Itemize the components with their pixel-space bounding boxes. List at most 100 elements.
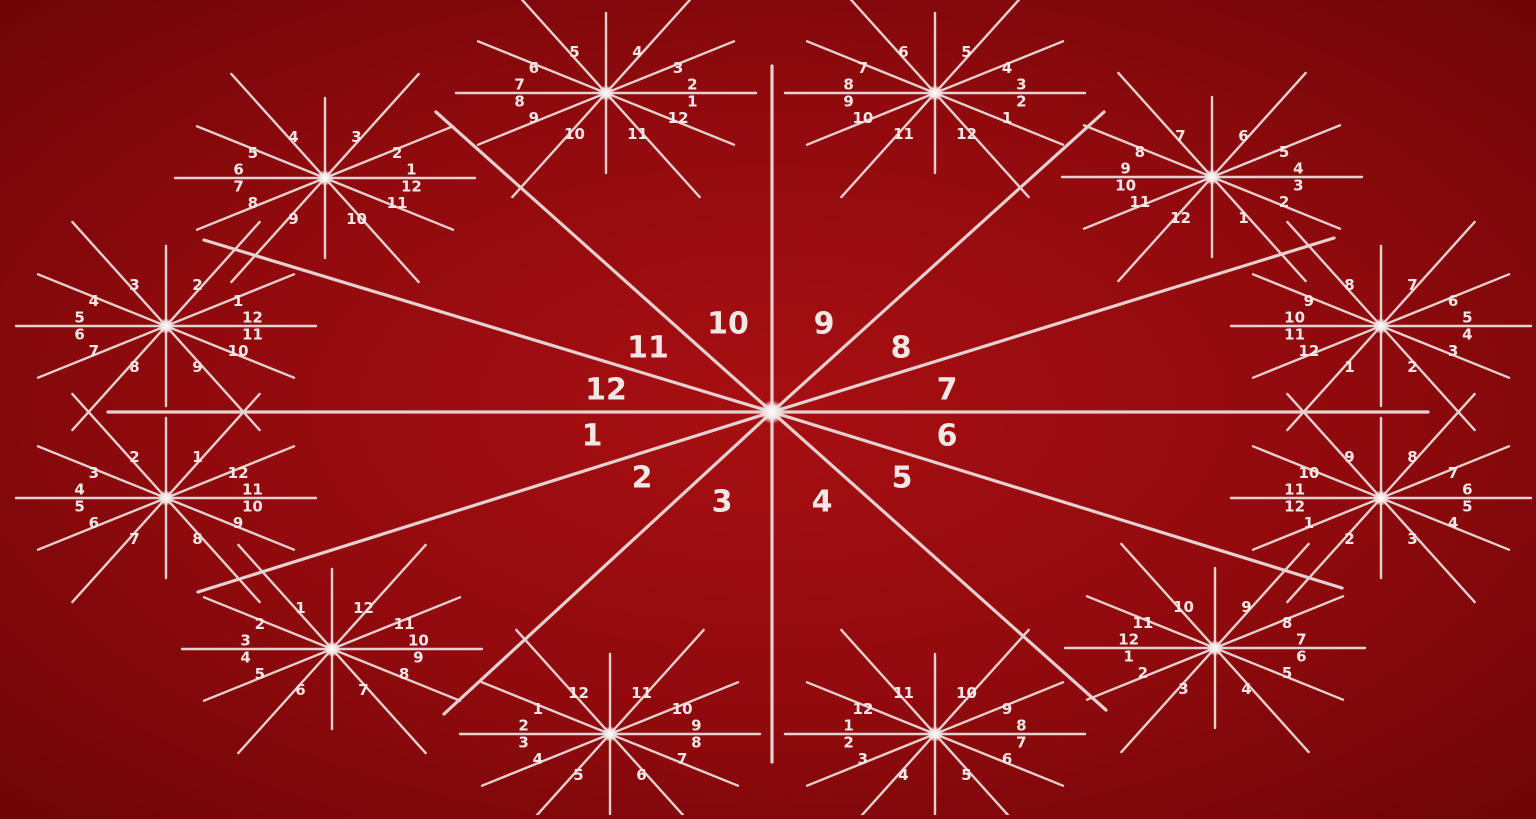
outer-number-label: 6: [233, 161, 243, 179]
outer-number-label: 12: [353, 599, 374, 617]
outer-hub: [324, 641, 340, 657]
outer-number-label: 1: [233, 292, 243, 310]
outer-hub: [927, 726, 943, 742]
outer-number-label: 2: [1138, 664, 1148, 682]
outer-number-label: 11: [394, 615, 415, 633]
outer-number-label: 5: [255, 665, 265, 683]
outer-number-label: 4: [1462, 325, 1472, 343]
outer-number-label: 8: [399, 665, 409, 683]
outer-number-label: 7: [358, 681, 368, 699]
outer-number-label: 5: [248, 144, 258, 162]
outer-number-label: 8: [1407, 448, 1417, 466]
outer-hub: [1373, 490, 1389, 506]
outer-number-label: 9: [413, 648, 423, 666]
central-number-label: 3: [712, 485, 733, 520]
outer-number-label: 1: [1344, 358, 1354, 376]
central-number-label: 4: [812, 485, 833, 520]
outer-number-label: 6: [1002, 750, 1012, 768]
outer-number-label: 10: [228, 342, 249, 360]
outer-number-label: 9: [843, 92, 853, 110]
outer-number-label: 9: [1120, 160, 1130, 178]
outer-number-label: 4: [533, 750, 543, 768]
outer-star: 654321121110987: [1065, 544, 1365, 752]
central-number-label: 8: [891, 331, 912, 366]
outer-number-label: 10: [852, 109, 873, 127]
outer-number-label: 2: [1016, 92, 1026, 110]
outer-number-label: 9: [192, 358, 202, 376]
central-ray: [444, 412, 772, 714]
outer-number-label: 2: [687, 76, 697, 94]
outer-number-label: 11: [242, 481, 263, 499]
outer-number-label: 5: [961, 43, 971, 61]
outer-number-label: 3: [129, 276, 139, 294]
central-number-label: 10: [707, 307, 749, 342]
outer-number-label: 11: [893, 684, 914, 702]
outer-number-label: 5: [573, 766, 583, 784]
outer-number-label: 3: [89, 464, 99, 482]
outer-number-label: 11: [627, 125, 648, 143]
outer-number-label: 2: [255, 615, 265, 633]
outer-number-label: 9: [1344, 448, 1354, 466]
central-number-label: 11: [627, 331, 669, 366]
central-number-label: 1: [582, 419, 603, 454]
outer-number-label: 8: [1135, 143, 1145, 161]
central-ray: [198, 412, 772, 592]
outer-number-label: 6: [898, 43, 908, 61]
outer-number-label: 10: [1298, 464, 1319, 482]
outer-number-label: 7: [514, 76, 524, 94]
outer-number-label: 4: [240, 648, 250, 666]
outer-number-label: 4: [74, 481, 84, 499]
outer-number-label: 3: [1178, 680, 1188, 698]
outer-number-label: 8: [1282, 614, 1292, 632]
outer-number-label: 9: [233, 514, 243, 532]
outer-number-label: 9: [1304, 292, 1314, 310]
outer-number-label: 1: [1304, 514, 1314, 532]
outer-number-label: 4: [898, 766, 908, 784]
outer-number-label: 6: [636, 766, 646, 784]
outer-number-label: 8: [514, 92, 524, 110]
central-number-label: 7: [937, 373, 958, 408]
outer-number-label: 11: [1132, 614, 1153, 632]
outer-number-label: 7: [233, 177, 243, 195]
outer-hub: [598, 85, 614, 101]
outer-number-label: 3: [1407, 530, 1417, 548]
outer-number-label: 3: [1293, 176, 1303, 194]
outer-number-label: 9: [1241, 598, 1251, 616]
outer-number-label: 5: [1462, 497, 1472, 515]
outer-hub: [317, 170, 333, 186]
outer-number-label: 9: [691, 717, 701, 735]
outer-number-label: 9: [529, 109, 539, 127]
outer-number-label: 12: [956, 125, 977, 143]
outer-number-label: 2: [1279, 193, 1289, 211]
central-ray: [772, 412, 1342, 588]
outer-number-label: 2: [129, 448, 139, 466]
outer-number-label: 10: [1173, 598, 1194, 616]
outer-number-label: 10: [1284, 309, 1305, 327]
outer-number-label: 10: [346, 210, 367, 228]
outer-hub: [1204, 169, 1220, 185]
outer-number-label: 6: [529, 59, 539, 77]
outer-number-label: 12: [568, 684, 589, 702]
outer-number-label: 6: [74, 325, 84, 343]
outer-number-label: 12: [1170, 209, 1191, 227]
outer-number-label: 11: [242, 325, 263, 343]
outer-hub: [158, 318, 174, 334]
outer-number-label: 2: [1344, 530, 1354, 548]
outer-number-label: 12: [1118, 631, 1139, 649]
outer-number-label: 6: [295, 681, 305, 699]
outer-star: 109876543211211: [16, 394, 316, 602]
outer-number-label: 4: [288, 128, 298, 146]
outer-number-label: 10: [564, 125, 585, 143]
outer-number-label: 11: [893, 125, 914, 143]
central-number-label: 6: [937, 419, 958, 454]
outer-number-label: 1: [1123, 647, 1133, 665]
outer-number-label: 9: [288, 210, 298, 228]
central-number-label: 5: [892, 461, 913, 496]
outer-star: 121110987654321: [175, 74, 475, 282]
outer-number-label: 1: [843, 717, 853, 735]
outer-number-label: 11: [387, 194, 408, 212]
outer-hub: [927, 85, 943, 101]
